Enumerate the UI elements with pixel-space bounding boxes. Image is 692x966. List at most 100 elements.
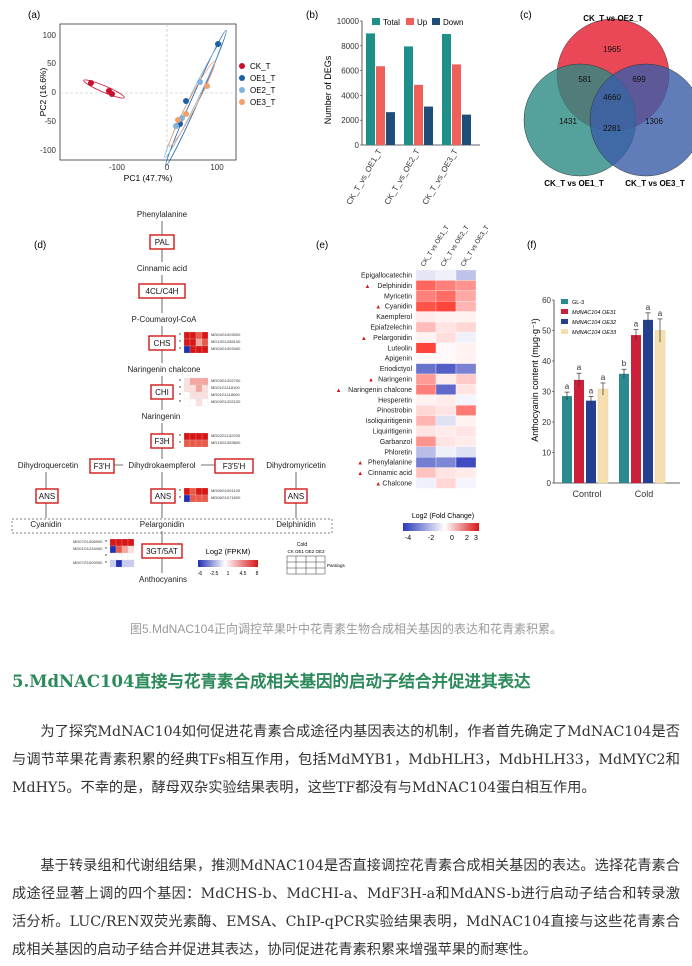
venn-count: 2281 xyxy=(603,124,621,133)
heatmap-cell xyxy=(435,436,457,447)
gene-expression-cell xyxy=(201,432,209,441)
gene-expression-cell xyxy=(189,439,197,448)
metabolite-label: Isoliquiritigenin xyxy=(366,418,412,425)
heatmap-cell xyxy=(415,373,437,385)
significance-letter: a xyxy=(634,320,639,329)
node-dihydromyricetin: Dihydromyricetin xyxy=(266,461,326,470)
metabolite-label: Hesperetin xyxy=(378,397,412,404)
degs-bar-down xyxy=(386,112,395,145)
pca-ytick: 0 xyxy=(52,88,57,97)
svg-text:0: 0 xyxy=(450,535,454,542)
gene-expression-cell xyxy=(121,552,129,561)
pca-ylabel: PC2 (16.6%) xyxy=(38,68,48,117)
venn-count: 699 xyxy=(632,75,646,84)
node-pelargonidin: Pelargonidin xyxy=(140,520,184,529)
section-heading: 5.MdNAC104直接与花青素合成相关基因的启动子结合并促进其表达 xyxy=(12,672,531,691)
gene-expression-cell xyxy=(127,538,135,547)
gene-expression-cell xyxy=(183,391,191,400)
heatmap-cell xyxy=(455,280,477,291)
heatmap-cell xyxy=(435,415,457,427)
venn-count: 1306 xyxy=(645,117,663,126)
degs-ytick: 8000 xyxy=(341,42,359,51)
gene-expression-cell xyxy=(183,487,191,496)
panel-label-f: (f) xyxy=(527,240,536,251)
heatmap-cell xyxy=(435,425,457,437)
pca-ytick: -100 xyxy=(40,146,57,155)
svg-text:MD13G1285100: MD13G1285100 xyxy=(211,339,241,344)
metabolite-label: Eriodictyol xyxy=(380,366,413,373)
panel-label-c: (c) xyxy=(520,10,532,21)
gene-expression-cell xyxy=(201,494,209,503)
heatmap-cell xyxy=(435,311,457,323)
fc-legend-title: Log2 (Fold Change) xyxy=(412,513,474,520)
heatmap-cell xyxy=(455,301,477,312)
heatmap-cell xyxy=(455,457,477,468)
svg-text:3: 3 xyxy=(474,535,478,542)
enzyme-ans: ANS xyxy=(155,492,171,501)
upregulated-mark: ▲ xyxy=(375,305,381,311)
heatmap-cell xyxy=(435,394,457,406)
panel-f: (f) Anthocyanin content (mμg·g⁻¹) 605040… xyxy=(527,240,680,499)
anthocyanin-bar xyxy=(619,373,629,483)
svg-text:OE3_T: OE3_T xyxy=(250,98,275,107)
heatmap-cell xyxy=(435,477,457,489)
degs-ytick: 10000 xyxy=(337,17,360,26)
gene-expression-cell xyxy=(127,552,135,561)
heatmap-cell xyxy=(455,415,477,427)
gene-expression-cell xyxy=(195,377,203,386)
gene-expression-cell xyxy=(195,432,203,441)
upregulated-mark: ▲ xyxy=(357,471,363,477)
anthocyanin-ytick: 60 xyxy=(542,296,551,305)
gene-expression-cell xyxy=(109,559,117,568)
heatmap-cell xyxy=(435,353,457,364)
heatmap-cell xyxy=(435,384,457,395)
node-naringenin-chalcone: Naringenin chalcone xyxy=(128,365,201,374)
heatmap-cell xyxy=(415,405,437,416)
enzyme-f35h: F3'5'H xyxy=(223,462,246,471)
svg-text:-4: -4 xyxy=(405,535,411,542)
pca-xtick: 100 xyxy=(210,163,224,172)
degs-bar-down xyxy=(424,106,433,145)
degs-legend: Total Up Down xyxy=(372,18,463,27)
gene-expression-cell xyxy=(189,377,197,386)
significance-letter: a xyxy=(601,373,606,382)
gene-expression-cell xyxy=(183,494,191,503)
heatmap-cell xyxy=(455,477,477,489)
heatmap-cell xyxy=(455,436,477,447)
svg-text:2: 2 xyxy=(465,535,469,542)
anthocyanin-ytick: 40 xyxy=(542,357,551,366)
metabolite-label: Kaempferol xyxy=(376,314,412,321)
heatmap-cell xyxy=(455,363,477,375)
gene-expression-cell xyxy=(121,538,129,547)
anthocyanin-legend: GL-3 MdNAC104 OE31 MdNAC104 OE32 MdNAC10… xyxy=(561,299,617,336)
panel-label-b: (b) xyxy=(306,10,318,21)
significance-mark: * xyxy=(179,333,181,339)
degs-xtick: CK_T_vs_OE2_T xyxy=(383,147,422,206)
heatmap-cell xyxy=(455,311,477,323)
degs-bar-total xyxy=(442,34,451,145)
heatmap-cell xyxy=(455,269,477,281)
gene-expression-cell xyxy=(115,552,123,561)
node-coumaroyl: P-Coumaroyl-CoA xyxy=(132,315,198,324)
svg-text:Paralogs: Paralogs xyxy=(327,563,346,568)
gene-expression-cell xyxy=(195,331,203,340)
gene-expression-cell xyxy=(189,384,197,393)
metabolite-label: Pinostrobin xyxy=(377,408,412,415)
gene-expression-cell xyxy=(115,545,123,554)
venn-count: 1431 xyxy=(559,117,577,126)
heatmap-cell xyxy=(435,457,457,468)
gene-expression-cell xyxy=(115,538,123,547)
degs-ytick: 6000 xyxy=(341,67,359,76)
gene-expression-cell xyxy=(201,487,209,496)
svg-text:MD03G1202700: MD03G1202700 xyxy=(211,378,241,383)
significance-letter: a xyxy=(589,386,594,395)
pca-xtick: 0 xyxy=(165,163,170,172)
svg-text:MD02G1132200: MD02G1132200 xyxy=(211,433,241,438)
anthocyanin-ytick: 50 xyxy=(542,327,551,336)
pca-ytick: 100 xyxy=(43,31,57,40)
metabolite-label: Cinnamic acid xyxy=(368,470,412,477)
panel-c: (c) CK_T vs OE2_T CK_T vs OE1_T CK_T vs … xyxy=(520,10,692,188)
gene-expression-cell xyxy=(183,331,191,340)
heatmap-cell xyxy=(455,321,477,333)
gene-expression-cell xyxy=(183,384,191,393)
